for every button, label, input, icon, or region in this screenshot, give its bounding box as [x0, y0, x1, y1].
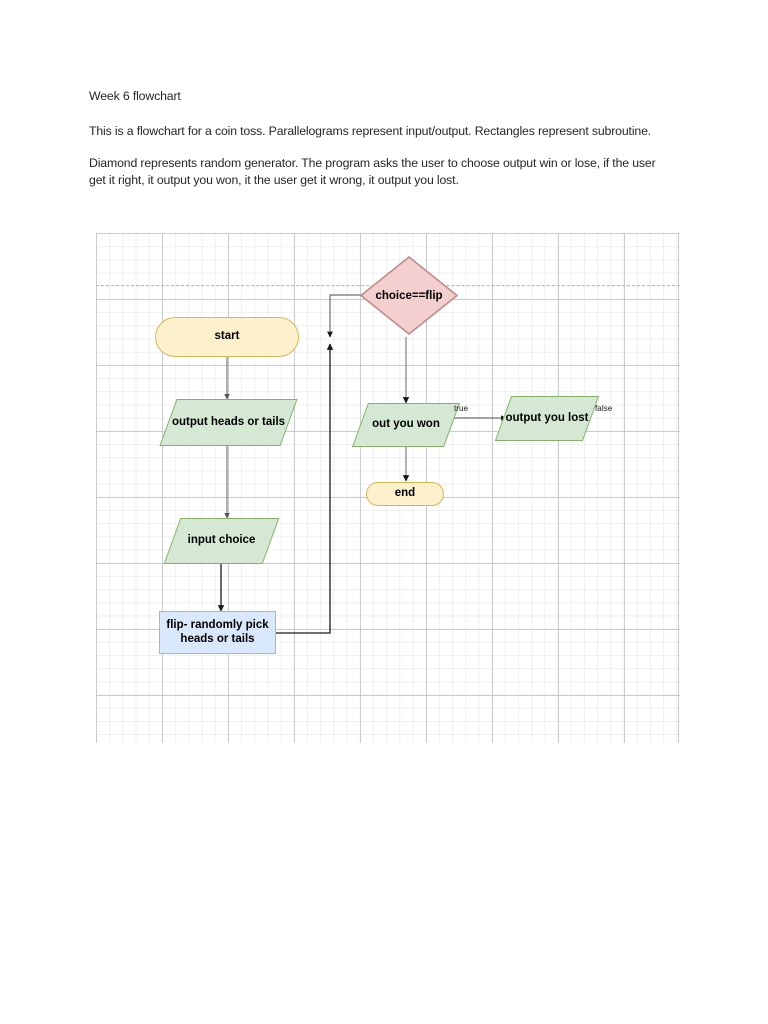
node-label-out-you-won: out you won	[372, 418, 440, 431]
node-flip-randomly-pick[interactable]: flip- randomly pick heads or tails	[159, 611, 276, 654]
node-start[interactable]: start	[155, 317, 299, 357]
node-label-decision: choice==flip	[375, 289, 443, 302]
edge-label-false: false	[595, 404, 613, 413]
node-output-heads-or-tails[interactable]: output heads or tails	[159, 399, 298, 446]
node-label-end: end	[394, 487, 416, 500]
diamond-shape	[360, 256, 458, 335]
document-paragraph-1: This is a flowchart for a coin toss. Par…	[89, 124, 652, 139]
edge-label-true: true	[454, 404, 469, 413]
document-title: Week 6 flowchart	[89, 89, 181, 103]
node-label-output-heads-or-tails: output heads or tails	[171, 415, 286, 428]
node-label-start: start	[214, 330, 240, 343]
node-output-you-lost[interactable]: output you lost	[494, 396, 600, 441]
flowchart-diagram[interactable]: choice==flip start output heads or tails…	[96, 233, 680, 743]
node-input-choice[interactable]: input choice	[163, 518, 280, 564]
node-end[interactable]: end	[366, 482, 444, 506]
connector-layer	[217, 294, 507, 634]
node-label-output-you-lost: output you lost	[505, 411, 589, 424]
node-label-input-choice: input choice	[187, 534, 256, 547]
page-edge-guide	[678, 233, 679, 743]
document-paragraph-2: Diamond represents random generator. The…	[89, 155, 656, 188]
node-out-you-won[interactable]: out you won	[351, 403, 461, 447]
node-label-flip: flip- randomly pick heads or tails	[166, 618, 269, 645]
document-text-block: Week 6 flowchart This is a flowchart for…	[89, 88, 667, 190]
node-decision-choice-equals-flip[interactable]: choice==flip	[360, 256, 458, 335]
edge-flip-to-junction	[276, 343, 334, 634]
